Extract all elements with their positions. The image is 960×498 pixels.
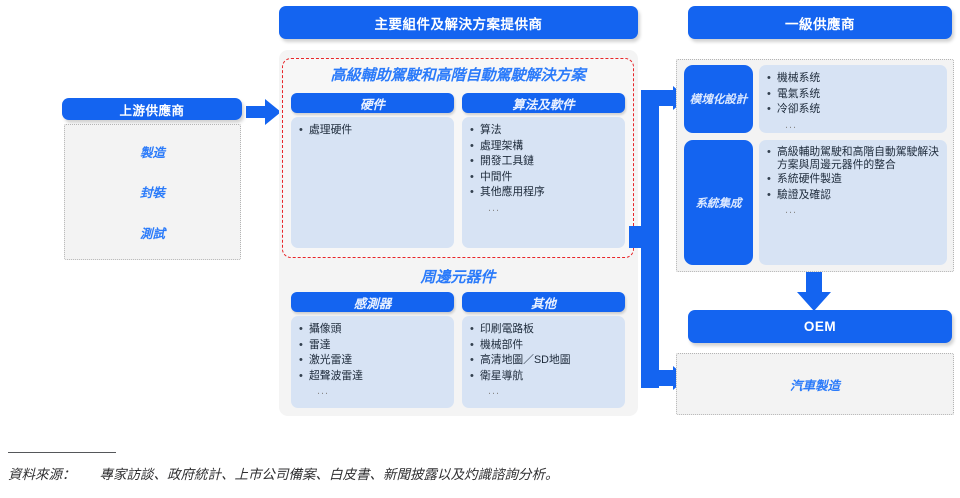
list-item: 雷達 <box>299 338 450 354</box>
list-item: 處理硬件 <box>299 123 450 139</box>
footnote-label: 資料來源： <box>8 467 76 482</box>
upstream-stage-testing: 測試 <box>139 227 165 242</box>
list-ellipsis: ... <box>488 201 500 214</box>
list-item: 高清地圖／SD地圖 <box>470 353 621 369</box>
peripheral-col-other-box: 印刷電路板 機械部件 高清地圖／SD地圖 衛星導航 ... <box>462 316 625 408</box>
adas-col-software-box: 算法 處理架構 開發工具鏈 中間件 其他應用程序 ... <box>462 117 625 248</box>
upstream-stage-manufacturing: 製造 <box>139 145 165 160</box>
tier1-row-system-integration-label: 系統集成 <box>684 140 753 265</box>
list-item: 其他應用程序 <box>470 185 621 201</box>
list-item: 激光雷達 <box>299 353 450 369</box>
adas-hardware-list: 處理硬件 <box>299 123 450 139</box>
peripheral-sensor-list: 攝像頭 雷達 激光雷達 超聲波雷達 ... <box>299 322 450 400</box>
tier1-header: 一級供應商 <box>688 6 952 39</box>
peripheral-other-list: 印刷電路板 機械部件 高清地圖／SD地圖 衛星導航 ... <box>470 322 621 400</box>
footnote-text: 專家訪談、政府統計、上市公司備案、白皮書、新聞披露以及灼識諮詢分析。 <box>99 467 559 482</box>
adas-section-title: 高級輔助駕駛和高階自動駕駛解決方案 <box>330 67 586 84</box>
oem-container: 汽車製造 <box>676 353 954 415</box>
adas-col-hardware-header: 硬件 <box>291 93 454 113</box>
list-item: 冷卻系统 <box>767 102 943 118</box>
list-item: 機械系统 <box>767 71 943 87</box>
tier1-row-system-integration-box: 高級輔助駕駛和高階自動駕駛解決方案與周邊元器件的整合 系統硬件製造 驗證及確認 … <box>759 140 947 265</box>
list-item: 開發工具鏈 <box>470 154 621 170</box>
list-ellipsis: ... <box>785 204 797 216</box>
list-item: 攝像頭 <box>299 322 450 338</box>
tier1-modular-list: 機械系统 電氣系统 冷卻系统 ... <box>767 71 943 133</box>
adas-col-hardware-box: 處理硬件 <box>291 117 454 248</box>
list-item: 衛星導航 <box>470 369 621 385</box>
peripheral-section-title: 周邊元器件 <box>420 269 496 286</box>
list-ellipsis: ... <box>317 385 329 397</box>
tier1-row-modular-design-box: 機械系统 電氣系统 冷卻系统 ... <box>759 65 947 133</box>
list-item: 超聲波雷達 <box>299 369 450 385</box>
upstream-stage-container: 製造 封裝 測試 <box>64 124 241 260</box>
adas-col-software-header: 算法及軟件 <box>462 93 625 113</box>
upstream-stage-packaging: 封裝 <box>139 186 165 201</box>
peripheral-col-other-header: 其他 <box>462 292 625 312</box>
footnote-divider <box>8 452 116 453</box>
list-item: 算法 <box>470 123 621 139</box>
footnote: 資料來源： 專家訪談、政府統計、上市公司備案、白皮書、新聞披露以及灼識諮詢分析。 <box>8 463 559 483</box>
list-item: 機械部件 <box>470 338 621 354</box>
list-ellipsis: ... <box>488 385 500 397</box>
peripheral-col-sensor-box: 攝像頭 雷達 激光雷達 超聲波雷達 ... <box>291 316 454 408</box>
peripheral-col-sensor-header: 感測器 <box>291 292 454 312</box>
tier1-row-modular-design-label: 模塊化設計 <box>684 65 753 133</box>
center-header: 主要組件及解決方案提供商 <box>279 6 638 39</box>
oem-header: OEM <box>688 310 952 343</box>
list-ellipsis: ... <box>785 118 797 131</box>
list-item: 驗證及確認 <box>767 188 943 204</box>
arrow-tier1-to-oem <box>796 272 832 312</box>
arrow-center-to-tier1-and-oem <box>629 86 689 396</box>
adas-software-list: 算法 處理架構 開發工具鏈 中間件 其他應用程序 ... <box>470 123 621 216</box>
list-item: 電氣系统 <box>767 87 943 103</box>
tier1-integration-list: 高級輔助駕駛和高階自動駕駛解決方案與周邊元器件的整合 系統硬件製造 驗證及確認 … <box>767 146 943 219</box>
oem-label: 汽車製造 <box>789 378 840 393</box>
arrow-upstream-to-center <box>246 98 282 126</box>
list-item: 系統硬件製造 <box>767 172 943 188</box>
list-item: 中間件 <box>470 170 621 186</box>
list-item: 處理架構 <box>470 139 621 155</box>
upstream-header: 上游供應商 <box>62 98 242 120</box>
list-item: 高級輔助駕駛和高階自動駕駛解決方案與周邊元器件的整合 <box>767 146 943 172</box>
list-item: 印刷電路板 <box>470 322 621 338</box>
